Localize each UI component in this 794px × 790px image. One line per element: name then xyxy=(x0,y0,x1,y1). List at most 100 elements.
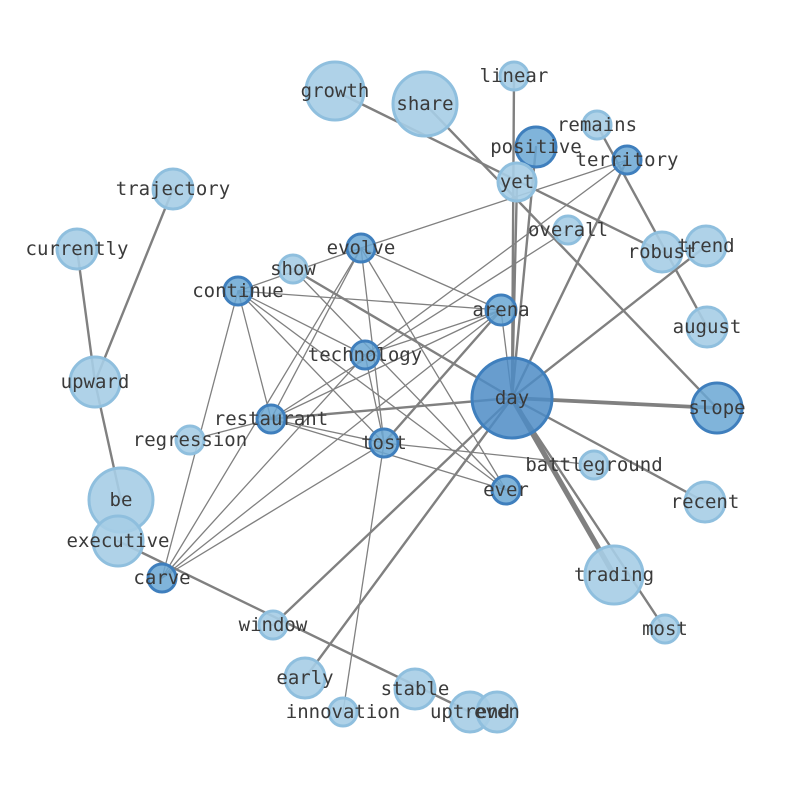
edge-continue-tost xyxy=(237,290,385,444)
node-trading xyxy=(583,544,645,606)
edge-day-early xyxy=(303,396,514,680)
node-label-carve: carve xyxy=(133,567,190,589)
node-label-most: most xyxy=(642,618,688,640)
node-label-evolve: evolve xyxy=(327,237,396,259)
node-continue xyxy=(222,275,254,307)
node-label-growth: growth xyxy=(301,80,370,102)
node-label-remains: remains xyxy=(557,114,637,136)
node-label-currently: currently xyxy=(26,238,129,260)
edge-technology-carve xyxy=(161,354,366,579)
node-label-slope: slope xyxy=(688,397,745,419)
node-tost xyxy=(368,427,400,459)
node-label-trading: trading xyxy=(574,564,654,586)
node-share xyxy=(391,70,459,138)
edge-arena-tost xyxy=(382,308,503,445)
edge-day-most xyxy=(510,396,667,631)
node-label-battleground: battleground xyxy=(525,454,662,476)
node-stable xyxy=(393,667,437,711)
node-label-ever: ever xyxy=(483,479,529,501)
edge-day-show xyxy=(291,267,514,400)
edge-tost-carve xyxy=(161,442,385,579)
node-positive xyxy=(514,125,558,169)
node-label-window: window xyxy=(239,614,308,636)
edge-evolve-restaurant xyxy=(270,247,362,420)
node-label-overall: overall xyxy=(528,219,608,241)
node-label-be: be xyxy=(110,489,133,511)
node-carve xyxy=(146,562,178,594)
node-label-technology: technology xyxy=(308,344,422,366)
edge-continue-technology xyxy=(237,290,366,356)
node-growth xyxy=(304,60,366,122)
node-label-trend: trend xyxy=(677,235,734,257)
edge-trajectory-upward xyxy=(93,187,175,384)
node-arena xyxy=(484,293,518,327)
node-august xyxy=(685,305,729,349)
node-innovation xyxy=(327,696,359,728)
edge-continue-restaurant xyxy=(237,290,272,420)
edge-arena-continue xyxy=(237,290,502,311)
edge-restaurant-tost xyxy=(270,418,385,444)
node-label-linear: linear xyxy=(480,65,549,87)
edge-share-slope xyxy=(423,102,719,410)
node-label-positive: positive xyxy=(490,136,582,158)
node-label-august: august xyxy=(673,316,742,338)
node-label-continue: continue xyxy=(192,280,284,302)
node-label-day: day xyxy=(495,387,529,409)
label-layer: daylineargrowthshareremainspositiveterri… xyxy=(26,65,746,723)
node-recent xyxy=(683,480,727,524)
edge-arena-carve xyxy=(161,309,502,579)
node-label-executive: executive xyxy=(67,530,170,552)
node-label-early: early xyxy=(276,667,333,689)
edge-overall-restaurant xyxy=(270,229,569,420)
node-overall xyxy=(552,214,584,246)
edge-layer xyxy=(75,74,719,714)
edge-day-territory xyxy=(510,158,629,400)
node-label-uptrend: uptrend xyxy=(430,701,510,723)
edge-arena-technology xyxy=(364,309,502,356)
node-label-trajectory: trajectory xyxy=(116,178,230,200)
node-day xyxy=(470,356,554,440)
node-executive xyxy=(91,514,145,568)
node-label-tost: tost xyxy=(361,432,407,454)
node-ever xyxy=(490,474,522,506)
node-early xyxy=(283,656,327,700)
node-robust xyxy=(640,230,684,274)
node-yet xyxy=(496,161,538,203)
node-battleground xyxy=(578,449,610,481)
node-linear xyxy=(498,60,530,92)
node-label-even: even xyxy=(474,701,520,723)
node-label-upward: upward xyxy=(61,371,130,393)
node-layer xyxy=(55,60,744,734)
node-label-recent: recent xyxy=(671,491,740,513)
node-currently xyxy=(55,227,99,271)
node-technology xyxy=(349,339,381,371)
edge-day-window xyxy=(271,396,514,627)
node-label-show: show xyxy=(270,258,316,280)
edge-arena-evolve xyxy=(360,247,502,311)
node-label-share: share xyxy=(396,93,453,115)
edge-territory-technology xyxy=(364,159,628,356)
node-label-regression: regression xyxy=(133,429,247,451)
node-window xyxy=(257,609,289,641)
edge-tost-innovation xyxy=(342,442,385,713)
edge-growth-robust xyxy=(333,89,664,254)
edge-tost-battleground xyxy=(383,442,595,466)
node-regression xyxy=(174,424,206,456)
edge-arena-restaurant xyxy=(270,309,502,420)
node-show xyxy=(277,253,309,285)
edge-show-ever xyxy=(292,268,507,491)
node-upward xyxy=(68,355,122,409)
node-remains xyxy=(581,109,613,141)
node-territory xyxy=(611,144,643,176)
node-restaurant xyxy=(255,403,287,435)
node-most xyxy=(649,613,681,645)
node-trend xyxy=(684,224,728,268)
node-even xyxy=(475,690,519,734)
node-label-yet: yet xyxy=(500,171,534,193)
node-trajectory xyxy=(151,167,195,211)
node-label-robust: robust xyxy=(628,241,697,263)
node-label-stable: stable xyxy=(381,678,450,700)
node-label-arena: arena xyxy=(472,299,529,321)
node-slope xyxy=(690,381,744,435)
